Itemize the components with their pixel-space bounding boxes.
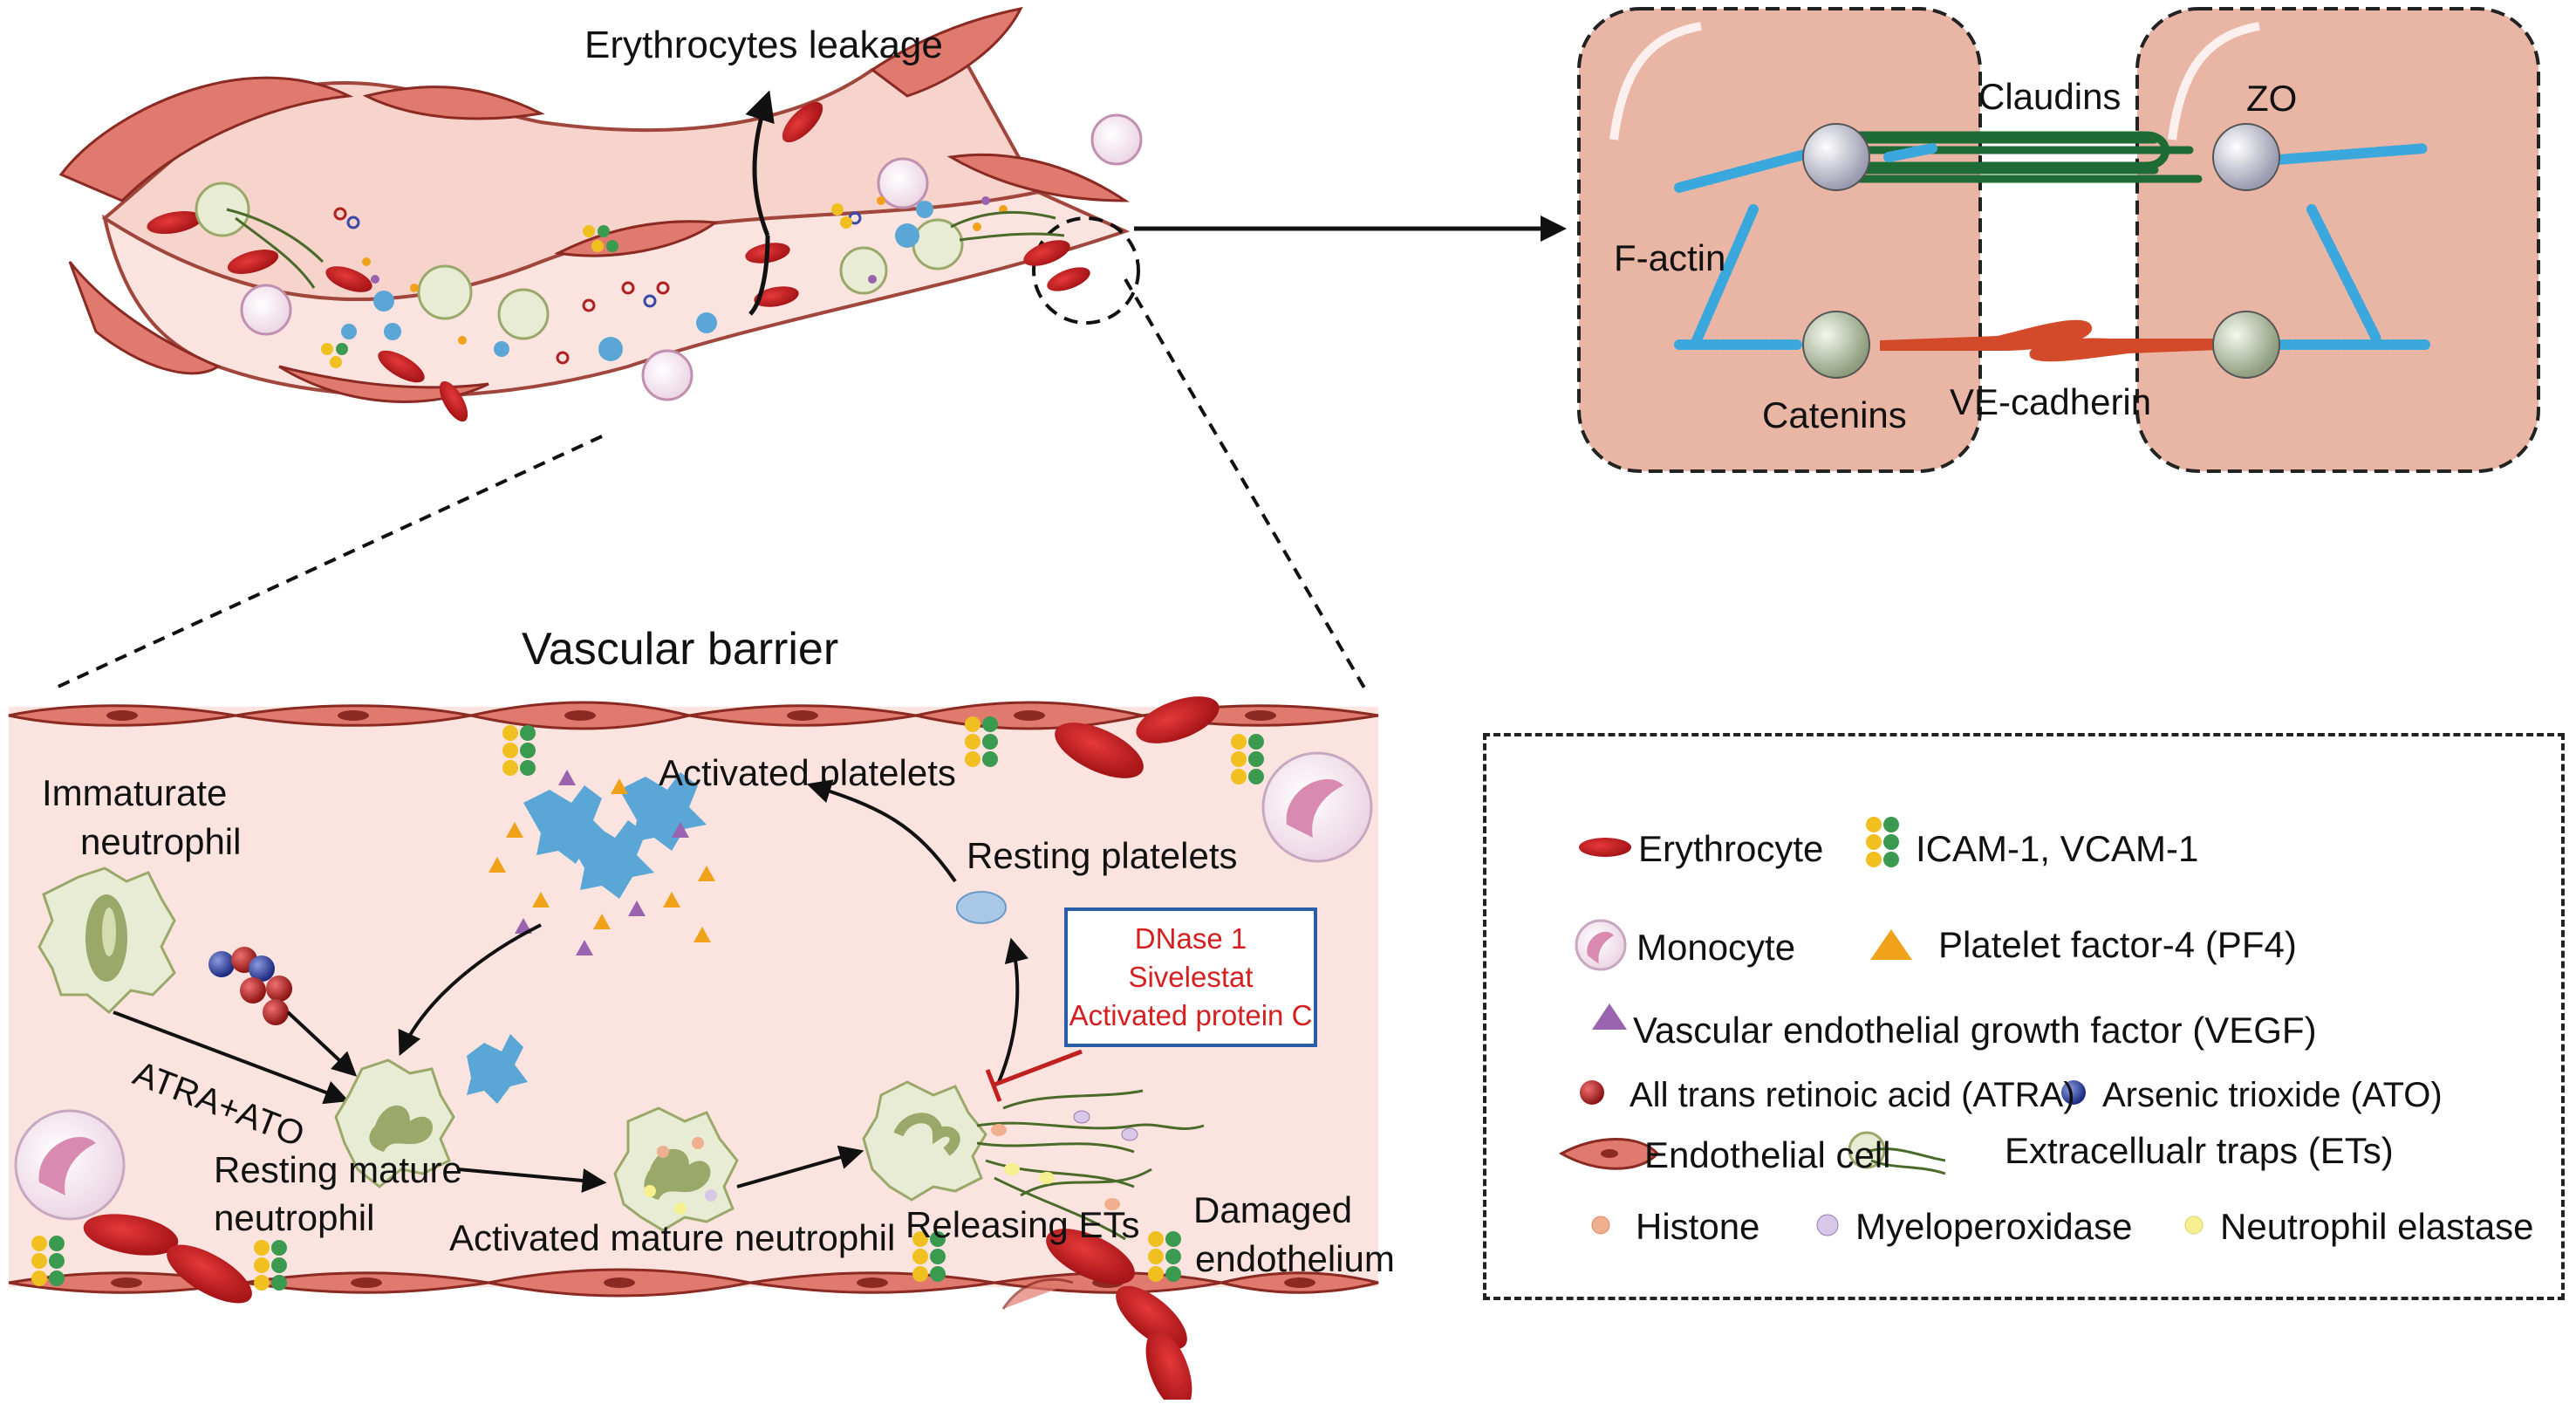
legend-box bbox=[1483, 733, 2565, 1300]
damaged-endothelium-label-1: Damaged bbox=[1193, 1189, 1353, 1230]
legend-endothelial: Endothelial cell bbox=[1644, 1134, 1891, 1175]
releasing-ets-label: Releasing ETs bbox=[905, 1204, 1140, 1245]
legend-ato: Arsenic trioxide (ATO) bbox=[2102, 1076, 2443, 1114]
ve-cadherin-label: VE-cadherin bbox=[1950, 381, 2152, 422]
legend-icam: ICAM-1, VCAM-1 bbox=[1916, 828, 2199, 869]
resting-mature-label-1: Resting mature bbox=[214, 1149, 462, 1190]
f-actin-label: F-actin bbox=[1614, 237, 1726, 278]
immature-neutrophil-label-2: neutrophil bbox=[80, 821, 242, 862]
resting-platelets-label: Resting platelets bbox=[967, 835, 1238, 876]
legend-icons bbox=[1558, 817, 2204, 1236]
legend-pf4: Platelet factor-4 (PF4) bbox=[1938, 924, 2297, 965]
legend-histone: Histone bbox=[1636, 1206, 1760, 1247]
damaged-endothelium-label-2: endothelium bbox=[1195, 1238, 1395, 1279]
drug-sivelestat: Sivelestat bbox=[1128, 961, 1254, 993]
drug-apc: Activated protein C bbox=[1069, 999, 1313, 1031]
activated-platelets-label: Activated platelets bbox=[659, 752, 956, 793]
zo-label: ZO bbox=[2246, 78, 2298, 119]
catenins-label: Catenins bbox=[1762, 394, 1907, 435]
legend-vegf: Vascular endothelial growth factor (VEGF… bbox=[1633, 1010, 2317, 1051]
legend-ets: Extracellualr traps (ETs) bbox=[2005, 1130, 2394, 1171]
legend-atra: All trans retinoic acid (ATRA) bbox=[1630, 1076, 2075, 1114]
resting-mature-label-2: neutrophil bbox=[214, 1197, 375, 1238]
top-vessel bbox=[58, 6, 1143, 422]
drug-dnase: DNase 1 bbox=[1134, 922, 1247, 955]
immature-neutrophil-label-1: Immaturate bbox=[42, 772, 228, 813]
leakage-label: Erythrocytes leakage bbox=[584, 24, 943, 66]
legend-monocyte: Monocyte bbox=[1636, 927, 1796, 968]
legend-erythrocyte: Erythrocyte bbox=[1638, 828, 1824, 869]
claudins-label: Claudins bbox=[1978, 76, 2122, 117]
barrier-panel bbox=[8, 696, 1379, 1404]
junction-panel bbox=[1577, 7, 2540, 473]
drug-inhibitor-box: DNase 1 Sivelestat Activated protein C bbox=[1064, 907, 1317, 1047]
legend-elastase: Neutrophil elastase bbox=[2220, 1206, 2534, 1247]
legend-myeloperoxidase: Myeloperoxidase bbox=[1855, 1206, 2133, 1247]
vascular-barrier-title: Vascular barrier bbox=[522, 624, 839, 675]
activated-mature-label: Activated mature neutrophil bbox=[449, 1217, 896, 1258]
